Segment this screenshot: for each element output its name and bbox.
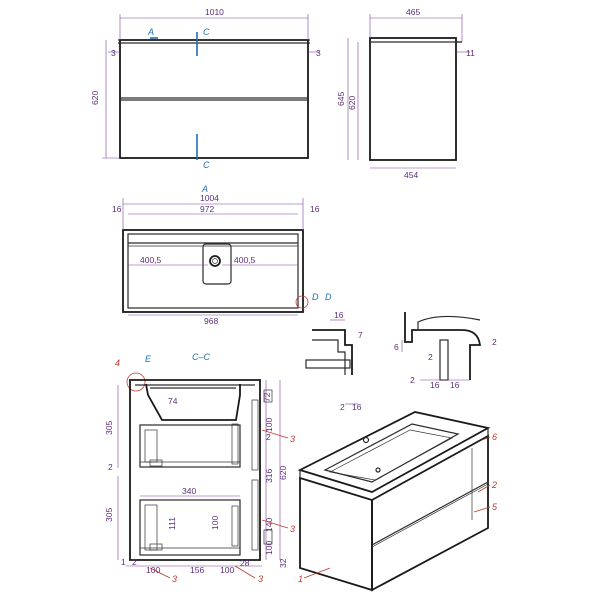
- iso-callout-1: 1: [298, 574, 303, 584]
- plan-inner: 972: [200, 204, 214, 214]
- iso-callout-2: 2: [491, 480, 497, 490]
- section-dim-620: 620: [278, 466, 288, 480]
- front-height-label: 620: [90, 91, 100, 105]
- section-left-305-bottom: 305: [104, 508, 114, 522]
- iso-callout-6: 6: [492, 432, 497, 442]
- section-dim-100c: 100: [264, 541, 274, 555]
- front-gap-left: 3: [111, 48, 116, 58]
- front-gap-right: 3: [316, 48, 321, 58]
- section-cc: C–C E 4 305 305 2 74 72 1: [104, 352, 295, 584]
- section-label-e: E: [145, 354, 152, 364]
- detail-e-dim-6: 2: [492, 337, 497, 347]
- detail-e-dim-4: 16: [430, 380, 440, 390]
- detail-d-dim-3: 2: [340, 402, 345, 412]
- iso-callout-5: 5: [492, 502, 498, 512]
- section-bottom-28: 28: [240, 558, 250, 568]
- section-dim-316: 316: [264, 469, 274, 483]
- plan-half-left: 400,5: [140, 255, 162, 265]
- section-dim-74: 74: [168, 396, 178, 406]
- section-left-305-top: 305: [104, 421, 114, 435]
- section-callout-3d: 3: [258, 574, 263, 584]
- plan-title: A: [201, 184, 208, 194]
- detail-e: 6 2 2 16 16 2: [394, 312, 497, 390]
- section-dim-100b: 100: [210, 516, 220, 530]
- front-view: 1010 620 3 3 A C C: [90, 7, 321, 170]
- plan-overall: 1004: [200, 193, 219, 203]
- section-dim-32: 32: [278, 558, 288, 568]
- side-depth-bottom: 454: [404, 170, 418, 180]
- svg-text:D: D: [312, 292, 319, 302]
- section-dim-340: 340: [182, 486, 196, 496]
- plan-edge-right: 16: [310, 204, 320, 214]
- side-height-outer: 645: [336, 92, 346, 106]
- section-callout-3c: 3: [172, 574, 177, 584]
- plan-half-right: 400,5: [234, 255, 256, 265]
- detail-d-dim-4: 16: [352, 402, 362, 412]
- side-height-inner: 620: [347, 96, 357, 110]
- front-label-c-bottom: C: [203, 160, 210, 170]
- plan-bottom: 968: [204, 316, 218, 326]
- section-dim-72: 72: [262, 392, 272, 402]
- detail-e-dim-2: 2: [428, 352, 433, 362]
- section-dim-111: 111: [167, 517, 177, 530]
- front-label-c-top: C: [203, 27, 210, 37]
- isometric-view: 1 2 5 6: [297, 411, 498, 592]
- section-bottom-2: 2: [132, 557, 137, 567]
- front-width-label: 1010: [205, 7, 224, 17]
- section-dim-100a: 100: [264, 418, 274, 432]
- detail-e-dim-3: 2: [410, 375, 415, 385]
- detail-e-dim-1: 6: [394, 342, 399, 352]
- plan-edge-left: 16: [112, 204, 122, 214]
- section-dim-2b: 2: [266, 432, 271, 442]
- section-callout-3a: 3: [290, 434, 295, 444]
- detail-d: D 16 7 2 16: [305, 292, 363, 412]
- section-label-4: 4: [115, 358, 120, 368]
- section-callout-3b: 3: [290, 524, 295, 534]
- detail-d-dim-1: 16: [334, 310, 344, 320]
- section-title: C–C: [192, 352, 211, 362]
- section-left-gap: 2: [108, 462, 113, 472]
- detail-e-dim-5: 16: [450, 380, 460, 390]
- side-depth-top: 465: [406, 7, 420, 17]
- side-view: 465 454 645 620 11: [336, 7, 475, 180]
- side-top-offset: 11: [466, 48, 475, 58]
- plan-view: A 1004 972 16 16 400,5 400,5 968 D: [112, 184, 320, 326]
- section-bottom-100b: 100: [220, 565, 234, 575]
- section-bottom-156: 156: [190, 565, 204, 575]
- section-bottom-1: 1: [121, 557, 126, 567]
- detail-d-title: D: [325, 292, 332, 302]
- section-dim-140: 140: [264, 518, 274, 532]
- detail-d-dim-2: 7: [358, 330, 363, 340]
- front-label-a: A: [147, 27, 154, 37]
